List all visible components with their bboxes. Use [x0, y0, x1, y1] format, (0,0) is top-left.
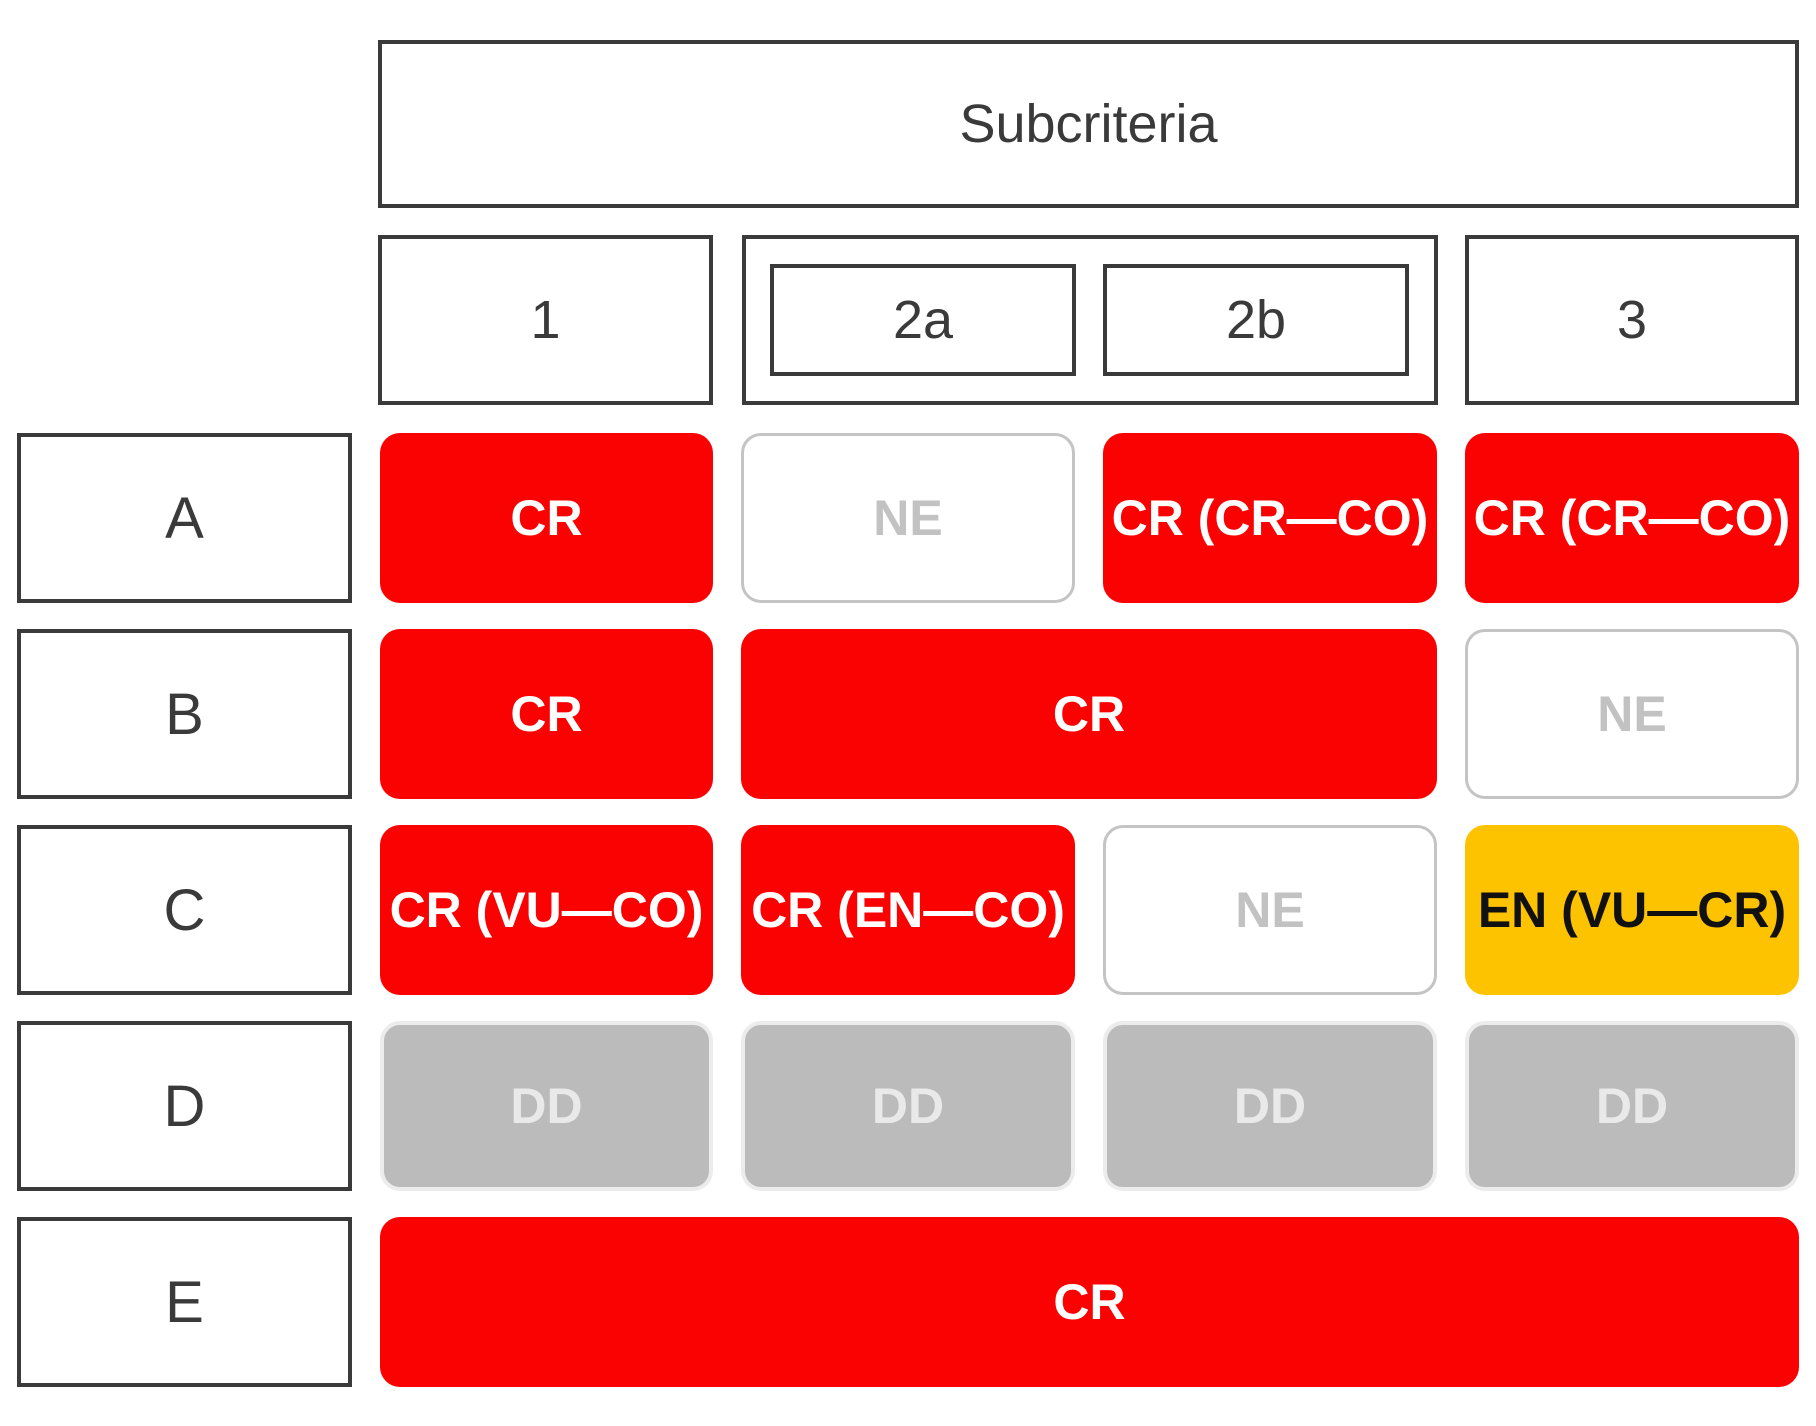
subcriteria-title: Subcriteria [959, 94, 1218, 154]
column-header-2a-label: 2a [892, 290, 954, 350]
row-label-B-text: B [165, 681, 204, 747]
row-label-D-text: D [163, 1073, 206, 1139]
column-header-2b-label: 2b [1225, 290, 1287, 350]
cell-D-3: DD [1465, 1021, 1799, 1191]
column-header-2a: 2a [770, 264, 1076, 376]
column-header-3-label: 3 [1616, 290, 1648, 350]
subcriteria-header-box: Subcriteria [378, 40, 1799, 208]
column-header-3: 3 [1465, 235, 1799, 405]
row-label-A-text: A [165, 485, 204, 551]
cell-B-2a-2b: CR [741, 629, 1437, 799]
column-header-1: 1 [378, 235, 713, 405]
cell-D-2b: DD [1103, 1021, 1437, 1191]
row-label-C-text: C [163, 877, 206, 943]
cell-A-2a: NE [741, 433, 1075, 603]
cell-D-2a: DD [741, 1021, 1075, 1191]
row-label-B: B [17, 629, 352, 799]
cell-C-1: CR (VU—CO) [380, 825, 713, 995]
row-label-D: D [17, 1021, 352, 1191]
row-label-A: A [17, 433, 352, 603]
cell-C-2a: CR (EN—CO) [741, 825, 1075, 995]
cell-B-3: NE [1465, 629, 1799, 799]
cell-A-2b: CR (CR—CO) [1103, 433, 1437, 603]
row-label-E: E [17, 1217, 352, 1387]
cell-A-3: CR (CR—CO) [1465, 433, 1799, 603]
cell-B-1: CR [380, 629, 713, 799]
cell-E-all: CR [380, 1217, 1799, 1387]
cell-A-1: CR [380, 433, 713, 603]
column-header-1-label: 1 [530, 290, 561, 350]
row-label-C: C [17, 825, 352, 995]
cell-D-1: DD [380, 1021, 713, 1191]
column-header-2b: 2b [1103, 264, 1409, 376]
row-label-E-text: E [165, 1269, 204, 1335]
cell-C-3: EN (VU—CR) [1465, 825, 1799, 995]
cell-C-2b: NE [1103, 825, 1437, 995]
